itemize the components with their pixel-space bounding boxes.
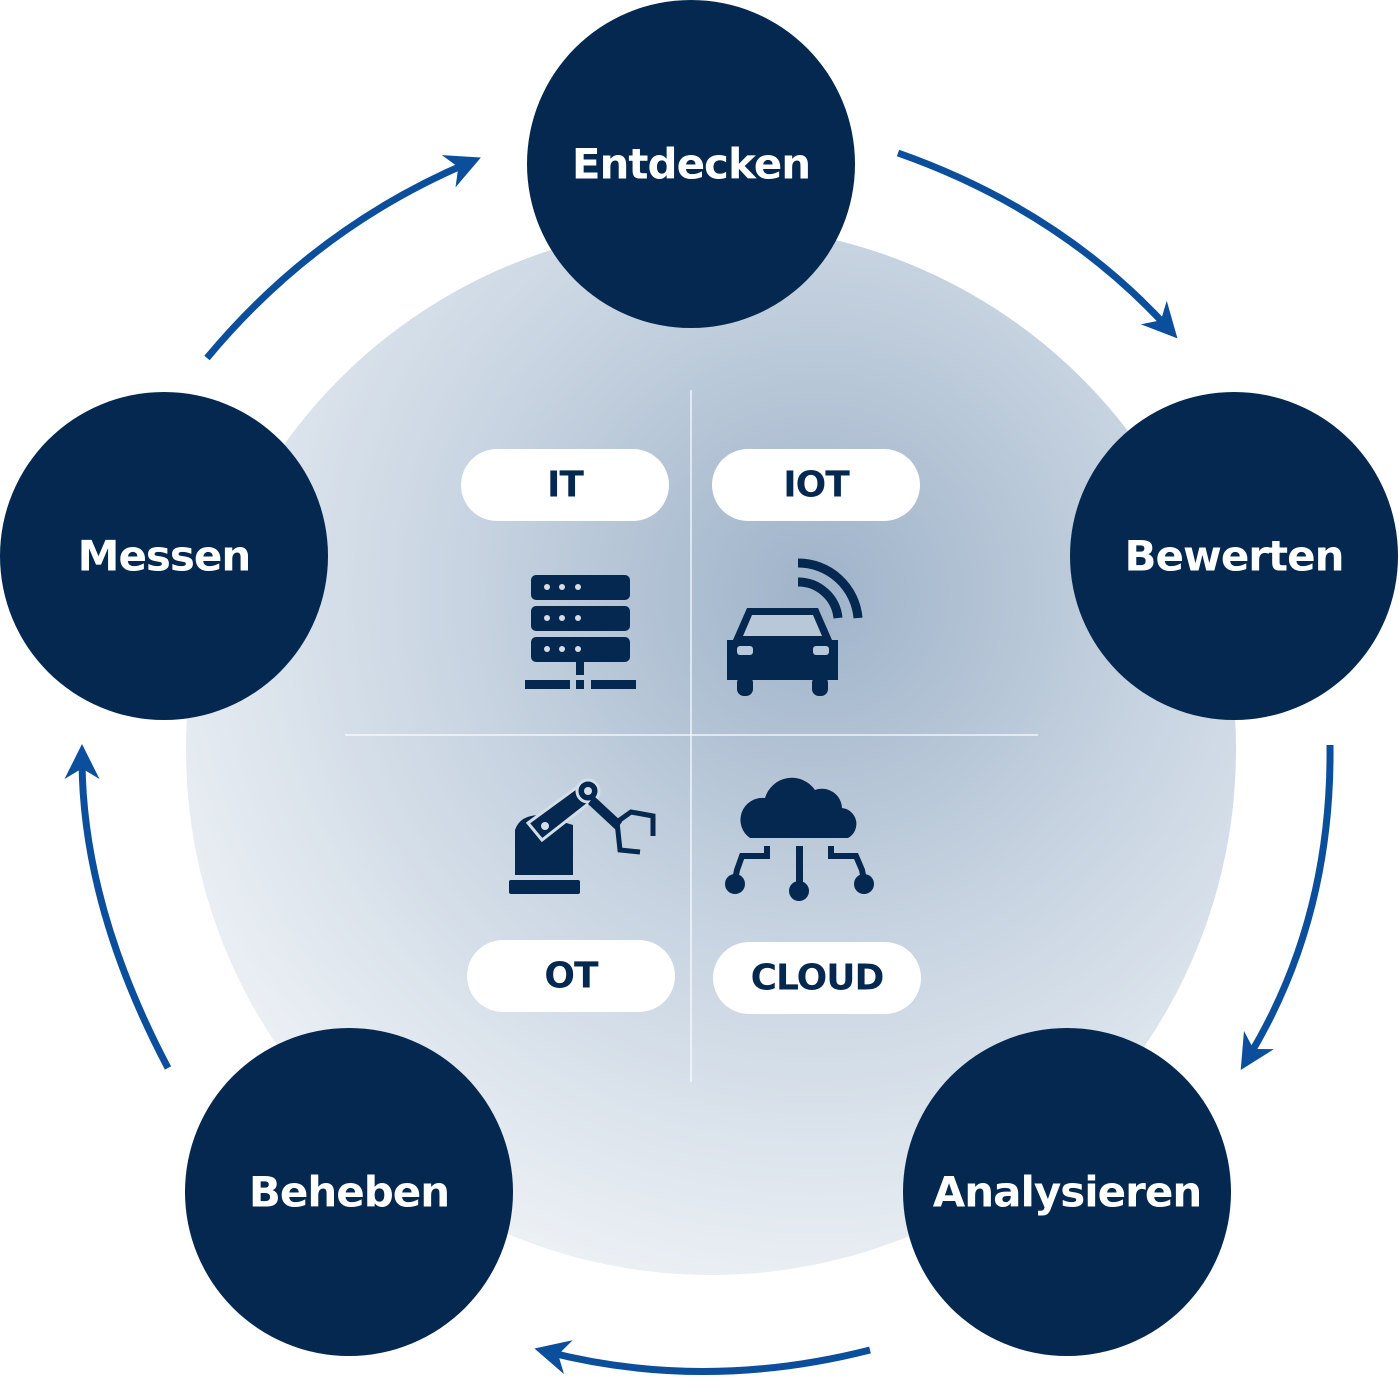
step-label: Entdecken: [572, 140, 810, 189]
pill-label: CLOUD: [751, 958, 884, 999]
server-icon: [525, 575, 636, 689]
step-entdecken: Entdecken: [527, 0, 855, 328]
robot-arm-icon: [509, 778, 656, 894]
pill-cloud: CLOUD: [713, 942, 921, 1014]
pill-label: OT: [544, 956, 599, 997]
step-label: Bewerten: [1125, 532, 1344, 581]
arrow-messen-to-entdecken: [204, 155, 481, 361]
arrow-beheben-to-messen: [64, 744, 172, 1070]
step-bewerten: Bewerten: [1070, 392, 1398, 720]
step-label: Analysieren: [933, 1168, 1202, 1217]
step-label: Beheben: [249, 1168, 449, 1217]
arrow-bewerten-to-analysieren: [1240, 744, 1334, 1070]
step-beheben: Beheben: [185, 1028, 513, 1356]
pill-label: IOT: [783, 465, 850, 506]
arrow-analysieren-to-beheben: [534, 1340, 871, 1375]
pill-label: IT: [547, 465, 584, 506]
pill-ot: OT: [467, 940, 675, 1012]
pill-it: IT: [461, 449, 669, 521]
arrow-entdecken-to-bewerten: [896, 149, 1178, 339]
background-circle: [186, 225, 1236, 1275]
step-label: Messen: [78, 532, 251, 581]
pill-iot: IOT: [712, 449, 920, 521]
cloud-network-icon: [725, 777, 874, 901]
step-analysieren: Analysieren: [903, 1028, 1231, 1356]
step-messen: Messen: [0, 392, 328, 720]
connected-car-icon: [727, 558, 863, 696]
